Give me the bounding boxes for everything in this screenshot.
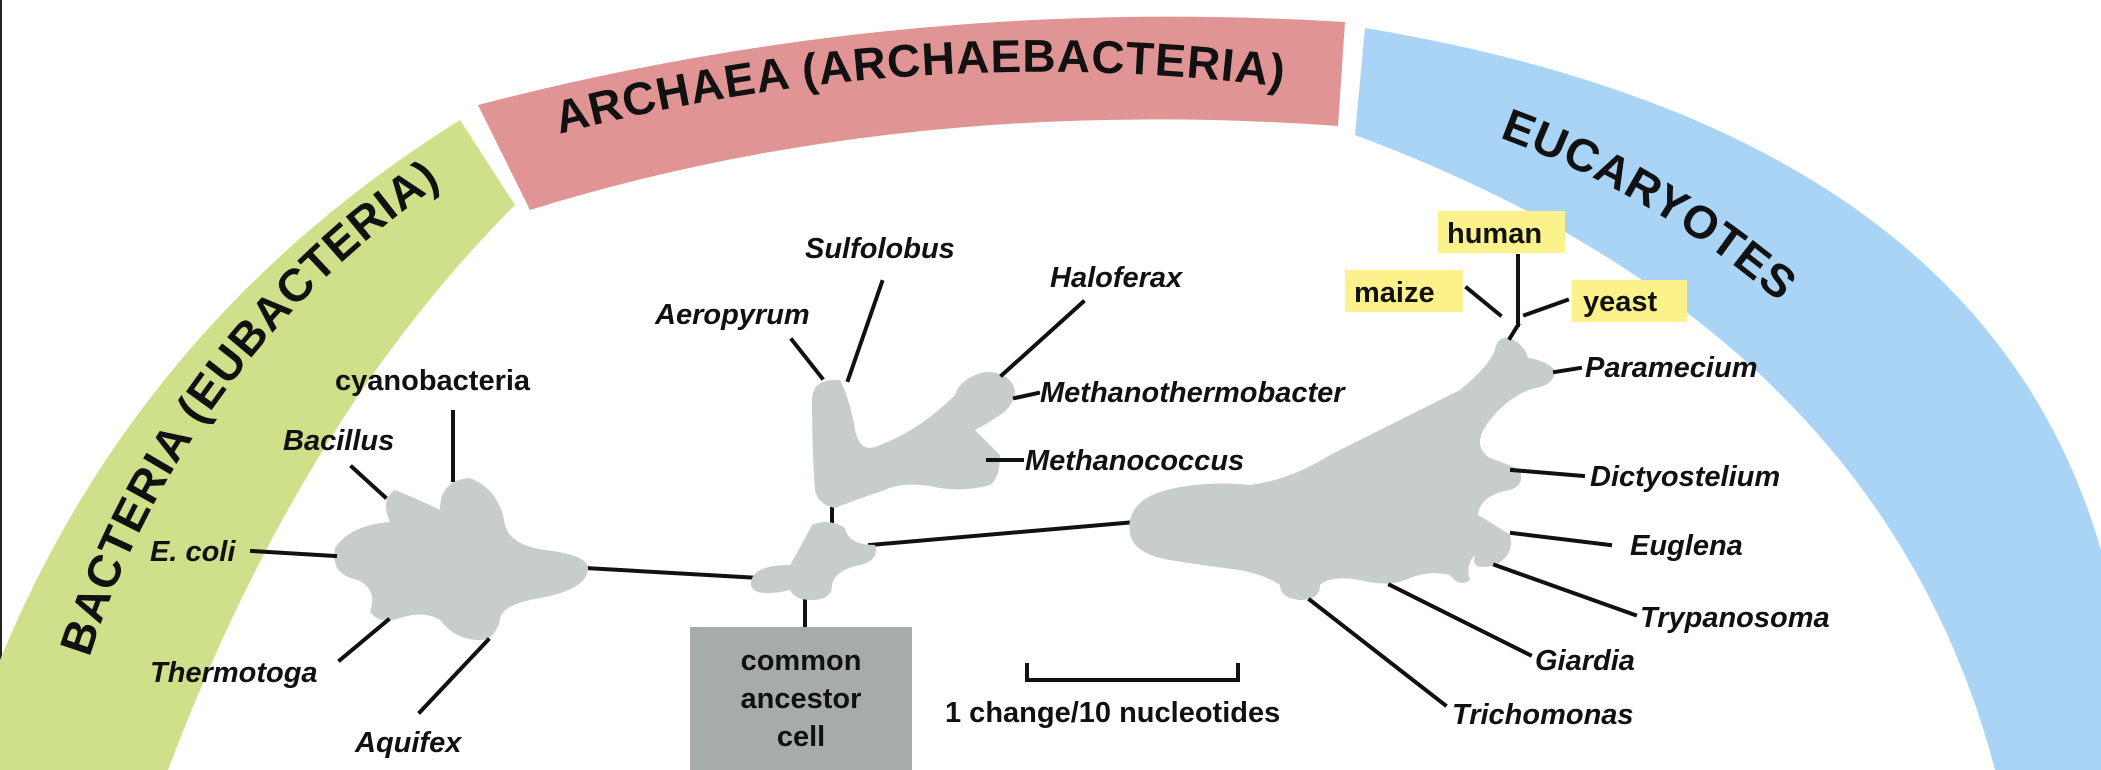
label-human: human: [1447, 218, 1542, 250]
branch-haloferax: [1002, 302, 1083, 375]
label-dictyostelium: Dictyostelium: [1590, 461, 1780, 493]
branch-aeropyrum: [792, 340, 822, 378]
branch-bacillus: [352, 467, 385, 497]
branch-aquifex: [420, 640, 488, 712]
label-paramecium: Paramecium: [1585, 352, 1758, 384]
label-yeast: yeast: [1583, 286, 1658, 318]
branch-trypanosoma: [1495, 565, 1635, 615]
label-euglena: Euglena: [1630, 530, 1743, 562]
branch-maize: [1467, 288, 1500, 315]
label-aeropyrum: Aeropyrum: [654, 299, 810, 331]
bacteria-trunk: [585, 568, 760, 578]
label-cyanobacteria: cyanobacteria: [335, 365, 531, 397]
ancestor-blob: [751, 522, 876, 600]
label-trichomonas: Trichomonas: [1452, 699, 1634, 731]
ancestor-line1: common: [741, 645, 862, 677]
label-maize: maize: [1354, 277, 1435, 309]
scale-bar: [1027, 665, 1238, 680]
label-bacillus: Bacillus: [283, 425, 394, 457]
bacteria-blob: [334, 478, 588, 640]
branch-dictyostelium: [1512, 470, 1583, 476]
branch-thermotoga: [340, 620, 388, 660]
label-sulfolobus: Sulfolobus: [805, 233, 955, 265]
branch-methanothermobacter: [1015, 393, 1038, 398]
branch-giardia: [1390, 585, 1530, 655]
ancestor-line3: cell: [777, 721, 825, 753]
branch-euglena: [1512, 533, 1610, 545]
branch-trichomonas: [1310, 600, 1445, 705]
branch-ecoli: [252, 551, 335, 556]
ancestor-line2: ancestor: [741, 683, 862, 715]
label-thermotoga: Thermotoga: [150, 657, 318, 689]
branch-yeast: [1525, 300, 1567, 315]
archaea-euk-trunk: [870, 522, 1135, 545]
label-aquifex: Aquifex: [354, 727, 463, 759]
label-haloferax: Haloferax: [1050, 262, 1184, 294]
label-trypanosoma: Trypanosoma: [1640, 602, 1830, 634]
branch-sulfolobus: [848, 282, 882, 380]
scale-bar-label: 1 change/10 nucleotides: [945, 697, 1280, 729]
label-methanothermobacter: Methanothermobacter: [1040, 377, 1346, 409]
archaea-blob: [812, 372, 1015, 508]
label-methanococcus: Methanococcus: [1025, 445, 1244, 477]
label-giardia: Giardia: [1535, 645, 1635, 677]
branch-paramecium: [1555, 368, 1580, 372]
label-ecoli: E. coli: [150, 536, 236, 568]
